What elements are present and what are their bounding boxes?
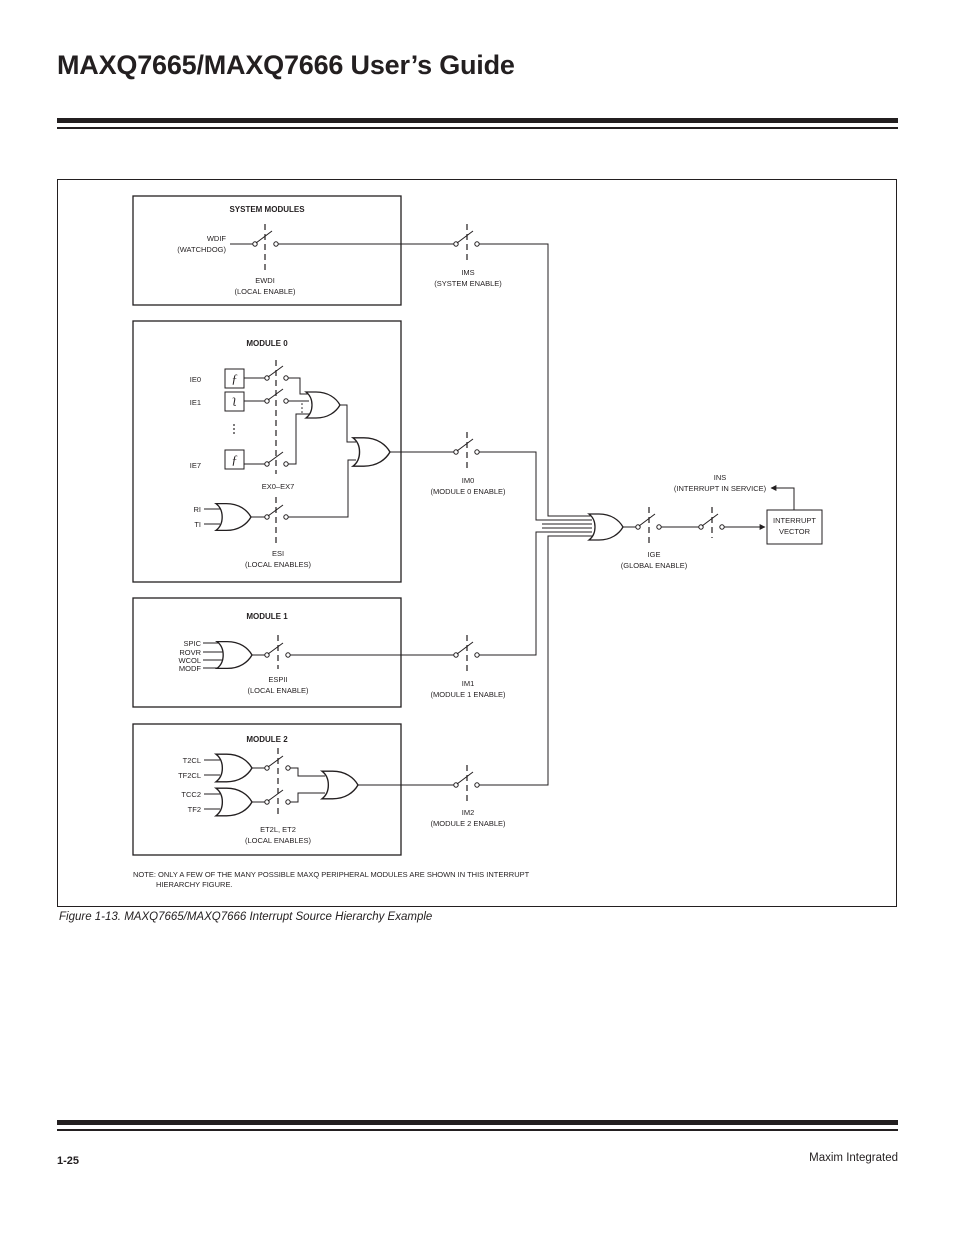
tcc2-label: TCC2 bbox=[181, 790, 201, 799]
wcol-label: WCOL bbox=[179, 656, 202, 665]
ie7-label: IE7 bbox=[190, 461, 201, 470]
ri-label: RI bbox=[194, 505, 202, 514]
im0-switch bbox=[456, 438, 474, 452]
watchdog-label: (WATCHDOG) bbox=[177, 245, 226, 254]
ims-label: IMS bbox=[461, 268, 474, 277]
or-gate-tcc2 bbox=[215, 787, 253, 817]
im0-sublabel: (MODULE 0 ENABLE) bbox=[430, 487, 506, 496]
et2-label: ET2L, ET2 bbox=[260, 825, 296, 834]
espii-label: ESPII bbox=[268, 675, 287, 684]
im2-switch bbox=[456, 771, 474, 785]
module1-heading: MODULE 1 bbox=[246, 612, 288, 621]
ins-label: INS bbox=[714, 473, 727, 482]
interrupt-vector-label: INTERRUPT bbox=[773, 516, 816, 525]
ti-label: TI bbox=[194, 520, 201, 529]
esi-label: ESI bbox=[272, 549, 284, 558]
ie1-label: IE1 bbox=[190, 398, 201, 407]
note-line-1: NOTE: ONLY A FEW OF THE MANY POSSIBLE MA… bbox=[133, 870, 530, 879]
ex-label: EX0–EX7 bbox=[262, 482, 295, 491]
tf2-label: TF2 bbox=[188, 805, 201, 814]
ige-sublabel: (GLOBAL ENABLE) bbox=[621, 561, 688, 570]
ellipsis-vertical-icon bbox=[301, 403, 303, 413]
module2-box bbox=[132, 723, 402, 856]
module1-box bbox=[132, 597, 402, 708]
et2-sublabel: (LOCAL ENABLES) bbox=[245, 836, 311, 845]
tf2cl-label: TF2CL bbox=[178, 771, 201, 780]
system-modules-heading: SYSTEM MODULES bbox=[229, 205, 305, 214]
ellipsis-vertical-icon bbox=[233, 424, 235, 434]
ims-sublabel: (SYSTEM ENABLE) bbox=[434, 279, 502, 288]
ewdi-switch bbox=[255, 230, 273, 244]
or-gate-global bbox=[588, 513, 624, 541]
ewdi-label: EWDI bbox=[255, 276, 275, 285]
footer-rule-thick bbox=[57, 1120, 898, 1125]
or-gate-module0 bbox=[352, 437, 391, 467]
im0-label: IM0 bbox=[462, 476, 475, 485]
module0-heading: MODULE 0 bbox=[246, 339, 288, 348]
page-title: MAXQ7665/MAXQ7666 User’s Guide bbox=[57, 50, 515, 80]
ige-switch bbox=[638, 513, 656, 527]
header-rule-thin bbox=[57, 127, 898, 129]
im2-sublabel: (MODULE 2 ENABLE) bbox=[430, 819, 506, 828]
note-line-2: HIERARCHY FIGURE. bbox=[156, 880, 233, 889]
im1-switch bbox=[456, 641, 474, 655]
publisher-name: Maxim Integrated bbox=[809, 1152, 898, 1164]
t2cl-label: T2CL bbox=[183, 756, 201, 765]
module2-heading: MODULE 2 bbox=[246, 735, 288, 744]
footer-rule-thin bbox=[57, 1129, 898, 1131]
ims-switch bbox=[456, 230, 474, 244]
ins-switch bbox=[701, 513, 719, 527]
interrupt-vector-box bbox=[766, 509, 823, 545]
ewdi-sublabel: (LOCAL ENABLE) bbox=[235, 287, 296, 296]
edge-icon: ƒ bbox=[231, 452, 238, 467]
figure-caption: Figure 1-13. MAXQ7665/MAXQ7666 Interrupt… bbox=[59, 911, 433, 923]
rovr-label: ROVR bbox=[179, 648, 201, 657]
rising-edge-icon: ƒ bbox=[231, 371, 238, 386]
spic-label: SPIC bbox=[183, 639, 201, 648]
edge-detector-ie7 bbox=[224, 449, 245, 470]
esi-sublabel: (LOCAL ENABLES) bbox=[245, 560, 311, 569]
interrupt-vector-sublabel: VECTOR bbox=[779, 527, 811, 536]
falling-edge-icon: ʅ bbox=[232, 394, 237, 409]
or-gate-ri-ti bbox=[215, 502, 252, 532]
or-gate-t2 bbox=[215, 753, 253, 783]
or-gate-module1 bbox=[216, 640, 253, 670]
wdif-label: WDIF bbox=[207, 234, 227, 243]
ige-label: IGE bbox=[648, 550, 661, 559]
im2-label: IM2 bbox=[462, 808, 475, 817]
figure-frame bbox=[57, 179, 897, 907]
page-number: 1-25 bbox=[57, 1155, 80, 1167]
or-gate-ie bbox=[305, 391, 341, 419]
im1-sublabel: (MODULE 1 ENABLE) bbox=[430, 690, 506, 699]
ie0-label: IE0 bbox=[190, 375, 201, 384]
ins-sublabel: (INTERRUPT IN SERVICE) bbox=[674, 484, 767, 493]
or-gate-module2 bbox=[321, 770, 359, 800]
header-rule-thick bbox=[57, 118, 898, 123]
im1-label: IM1 bbox=[462, 679, 475, 688]
modf-label: MODF bbox=[179, 664, 201, 673]
system-modules-box bbox=[132, 195, 402, 306]
espii-sublabel: (LOCAL ENABLE) bbox=[248, 686, 309, 695]
